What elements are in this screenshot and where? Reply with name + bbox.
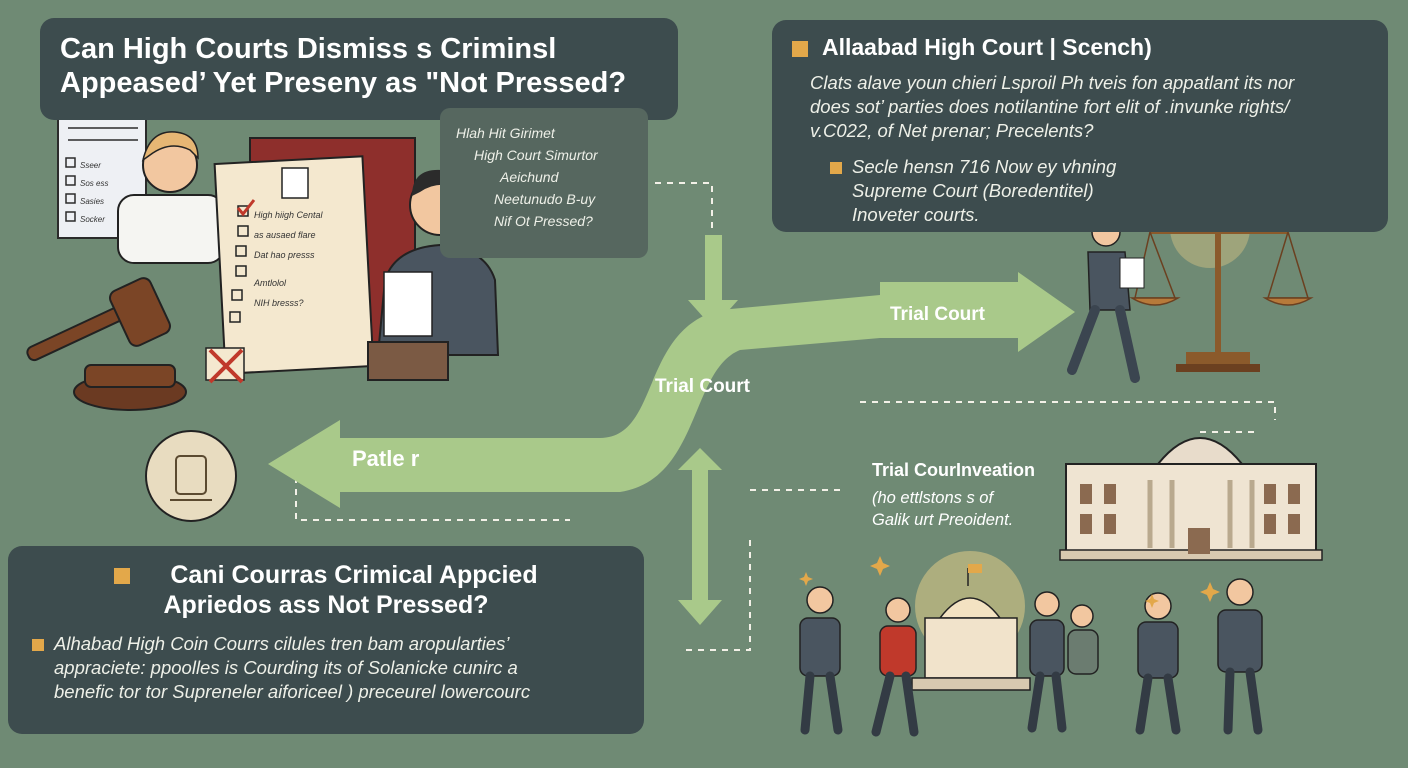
document-item: Amtlolol <box>254 278 287 288</box>
dashed-connectors <box>295 182 1276 651</box>
bullet-square-icon <box>114 568 131 585</box>
courthouse-illustration <box>1059 437 1323 561</box>
document-item: NIH bresss? <box>254 298 304 308</box>
middle-caption-line: High Court Simurtor <box>474 147 598 163</box>
bullet-square-icon <box>32 639 44 652</box>
down-arrow <box>688 235 738 328</box>
checklist-illustration <box>57 111 147 239</box>
panel-heading: Cani Courras Crimical Appcied Apriedos a… <box>28 560 624 620</box>
text-line: Galik urt Preoident. <box>872 511 1014 529</box>
panel-paragraph: Alhabad High Coin Courrs cilules tren ba… <box>28 632 624 704</box>
sparkle-icons <box>799 556 1220 608</box>
checklist-labels: Sseer Sos ess Sasies Socker <box>80 157 108 229</box>
middle-caption-line: Hlah Hit Girimet <box>456 125 555 141</box>
text-heading: Trial CourInveation <box>872 460 1036 480</box>
crowd-illustration <box>799 578 1263 737</box>
trial-court-label-upper: Trial Court <box>890 304 986 325</box>
middle-caption-line: Aeichund <box>500 169 559 185</box>
reject-mark-icon <box>205 347 245 384</box>
main-flow-arrow <box>268 272 1075 508</box>
trial-court-label-middle: Trial Court <box>655 376 751 397</box>
bullet-square-icon <box>830 162 842 175</box>
trial-court-innovation-text: Trial CourInveation (ho ettlstons s of G… <box>872 460 1035 531</box>
panel-heading: Allaabad High Court | Scench) <box>792 34 1368 61</box>
bullet-square-icon <box>792 40 808 57</box>
emblem-icon <box>145 430 237 522</box>
document-labels: High hiigh Cental as ausaed flare Dat ha… <box>254 205 323 313</box>
checklist-item: Sasies <box>80 197 105 206</box>
document-item: as ausaed flare <box>254 230 316 240</box>
checklist-item: Sos ess <box>80 179 109 188</box>
checklist-item: Socker <box>80 215 105 224</box>
glowing-courthouse-illustration <box>911 551 1031 691</box>
bottom-question-panel: Cani Courras Crimical Appcied Apriedos a… <box>8 546 644 734</box>
checklist-item: Sseer <box>80 161 101 170</box>
document-item: Dat hao presss <box>254 250 315 260</box>
flow-arrows <box>268 235 1075 625</box>
middle-caption-line: Nif Ot Pressed? <box>494 213 593 229</box>
panel-bullet: Secle hensn 716 Now ey vhning Supreme Co… <box>792 155 1368 227</box>
middle-caption-line: Neetunudo B-uy <box>494 191 596 207</box>
gavel-icon <box>26 277 187 411</box>
panel-paragraph: Clats alave youn chieri Lsproil Ph tveis… <box>810 72 1295 141</box>
title-panel: Can High Courts Dismiss s Criminsl Appea… <box>40 18 678 120</box>
title-line-2: Appeased’ Yet Preseny as "Not Pressed? <box>60 67 627 99</box>
updown-arrow <box>678 448 722 625</box>
allahabad-high-court-panel: Allaabad High Court | Scench) Clats alav… <box>772 20 1388 232</box>
patle-label: Patle r <box>352 446 420 471</box>
person-illustration-left <box>117 131 225 264</box>
text-line: (ho ettlstons s of <box>872 489 994 507</box>
middle-caption-panel: Hlah Hit Girimet High Court Simurtor Aei… <box>440 108 648 258</box>
document-item: High hiigh Cental <box>254 210 323 220</box>
title-line-1: Can High Courts Dismiss s Criminsl <box>60 33 557 65</box>
